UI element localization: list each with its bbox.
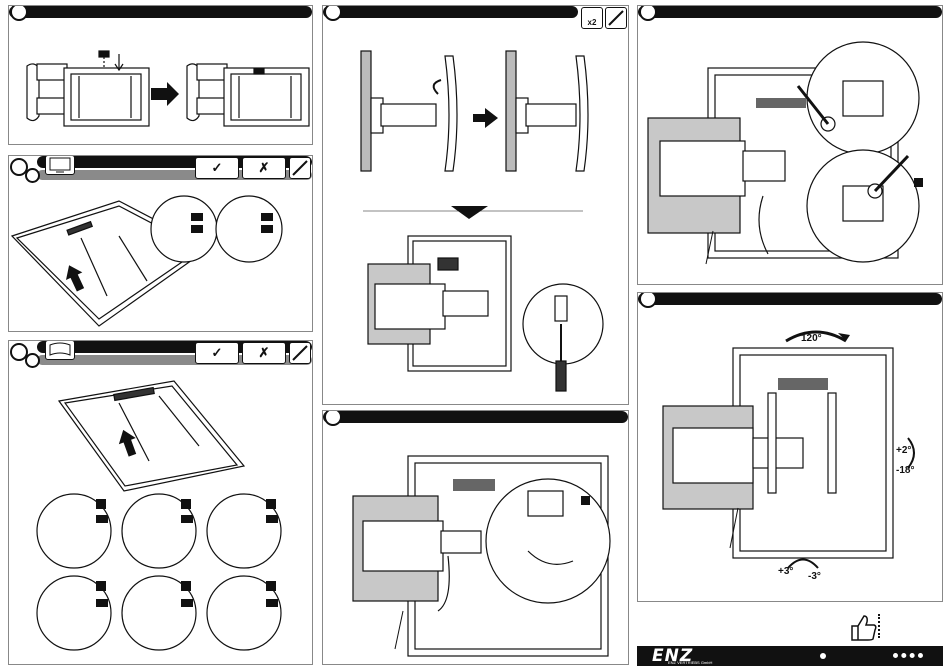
level-minus-label: -3° bbox=[808, 571, 821, 582]
step-2-illustration bbox=[9, 156, 313, 332]
arrow-down-icon bbox=[451, 206, 488, 219]
callout-tag bbox=[261, 213, 273, 221]
step-panel-3: ✓ ✗ bbox=[8, 340, 313, 665]
callout-tag bbox=[96, 581, 106, 591]
callout-tag bbox=[266, 581, 276, 591]
callout-tag bbox=[261, 225, 273, 233]
step-5-illustration bbox=[323, 411, 629, 665]
step-3-illustration bbox=[9, 341, 313, 665]
callout-tag bbox=[181, 499, 191, 509]
callout-tag bbox=[191, 213, 203, 221]
callout-tag bbox=[96, 499, 106, 509]
step-panel-1 bbox=[8, 5, 313, 145]
callout-tag bbox=[96, 515, 108, 523]
callout-tag bbox=[266, 515, 278, 523]
callout-tag bbox=[181, 581, 191, 591]
vent-grille bbox=[453, 479, 495, 491]
callout-tag bbox=[266, 599, 278, 607]
vent-grille bbox=[756, 98, 806, 108]
step-panel-4: x2 bbox=[322, 5, 629, 405]
callout-tag bbox=[581, 496, 590, 505]
callout-tag bbox=[191, 225, 203, 233]
callout-tag bbox=[181, 599, 193, 607]
step-1-illustration bbox=[9, 6, 313, 145]
footer-dots-icon bbox=[893, 653, 923, 659]
tilt-up-label: +2° bbox=[896, 445, 911, 456]
callout-tag bbox=[914, 178, 923, 187]
swivel-angle-label: 120° bbox=[801, 333, 822, 344]
step-panel-7: 120° +2° -18° +3° -3° bbox=[637, 292, 943, 602]
brand-tagline: ENZ VERTRIEBS GmbH bbox=[668, 660, 712, 665]
dot-list bbox=[878, 614, 882, 638]
callout-tag bbox=[181, 515, 193, 523]
vent-grille bbox=[778, 378, 828, 390]
step-panel-2: ✓ ✗ bbox=[8, 155, 313, 332]
callout-tag bbox=[266, 499, 276, 509]
step-4-illustration bbox=[323, 6, 629, 405]
level-plus-label: +3° bbox=[778, 566, 793, 577]
step-panel-5 bbox=[322, 410, 629, 665]
callout-tag bbox=[96, 599, 108, 607]
step-panel-6 bbox=[637, 5, 943, 285]
footer-dot-icon bbox=[820, 653, 826, 659]
tilt-down-label: -18° bbox=[896, 465, 914, 476]
curved-arrow-icon bbox=[434, 80, 441, 94]
arrow-right-icon bbox=[151, 82, 179, 106]
step-6-illustration bbox=[638, 6, 943, 285]
thumbs-up-icon bbox=[848, 612, 878, 642]
arrow-right-icon bbox=[473, 108, 498, 128]
